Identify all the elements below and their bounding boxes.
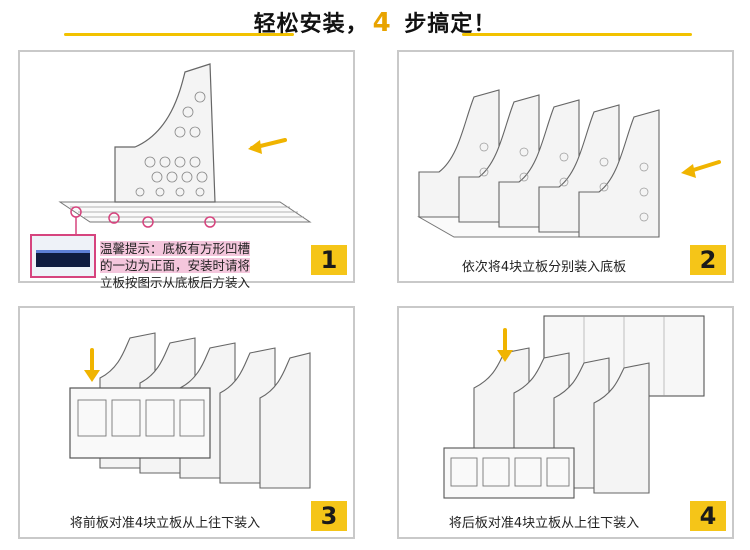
step2-illustration	[417, 89, 721, 238]
step3-caption: 将前板对准4块立板从上往下装入	[69, 516, 261, 531]
page-title: 轻松安装，4 步搞定！	[0, 6, 750, 38]
step4-illustration	[443, 315, 705, 499]
title-text-part2: 步搞定！	[395, 12, 497, 37]
tip-line-1: 温馨提示：底板有方形凹槽	[100, 241, 251, 256]
step-number-badge: 1	[311, 245, 347, 275]
step1-tip: 温馨提示：底板有方形凹槽 的一边为正面，安装时请将 立板按图示从底板后方装入	[100, 240, 314, 291]
title-divider-right	[462, 33, 692, 36]
step-panel-4: 将后板对准4块立板从上往下装入 4	[397, 306, 734, 539]
step2-caption: 依次将4块立板分别装入底板	[461, 260, 627, 275]
down-arrow-icon	[497, 328, 513, 362]
step-panel-2: 依次将4块立板分别装入底板 2	[397, 50, 734, 283]
title-divider-left	[64, 33, 294, 36]
step4-caption: 将后板对准4块立板从上往下装入	[448, 516, 640, 531]
title-text-part1: 轻松安装，	[253, 12, 369, 37]
step1-illustration	[58, 63, 312, 234]
base-slot-closeup	[30, 234, 96, 278]
step-number-badge: 2	[690, 245, 726, 275]
page-header: 轻松安装，4 步搞定！	[0, 0, 750, 44]
tip-line-3: 立板按图示从底板后方装入	[100, 275, 251, 290]
step-panel-3: 将前板对准4块立板从上往下装入 3	[18, 306, 355, 539]
step-number-badge: 3	[311, 501, 347, 531]
tip-line-2: 的一边为正面，安装时请将	[100, 258, 251, 273]
left-arrow-icon	[681, 160, 721, 178]
left-arrow-icon	[248, 138, 287, 154]
down-arrow-icon	[84, 348, 100, 382]
step3-illustration	[69, 332, 311, 489]
step-number-badge: 4	[690, 501, 726, 531]
title-step-count: 4	[372, 8, 392, 38]
step-panel-1: 温馨提示：底板有方形凹槽 的一边为正面，安装时请将 立板按图示从底板后方装入 1	[18, 50, 355, 290]
